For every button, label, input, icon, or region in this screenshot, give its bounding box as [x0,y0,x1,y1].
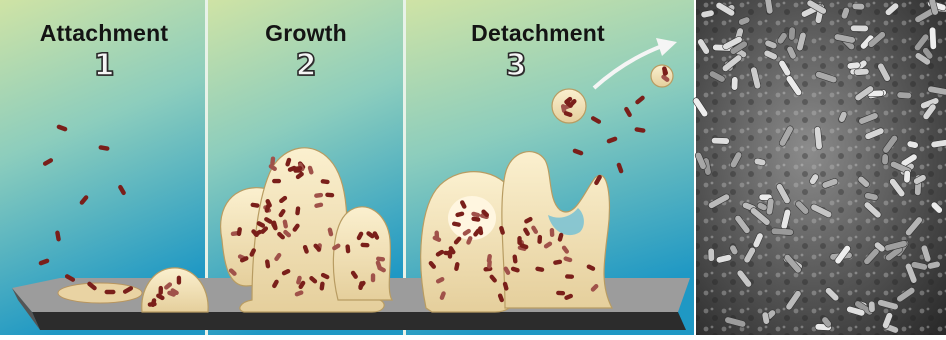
bacterium-icon [556,291,565,296]
bacterium-icon [565,274,574,279]
micrograph-rod [852,3,865,10]
micrograph-rod [847,62,861,70]
bacterium-icon [537,235,542,244]
micrograph-rod [850,25,868,32]
micrograph-rod [868,301,875,313]
micrograph-rod [854,68,870,75]
stage-title-attachment: Attachment [4,20,204,47]
micrograph-rod [771,228,794,236]
bacterium-icon [105,290,116,294]
micrograph-rod [711,137,729,144]
bacterium-icon [371,273,375,282]
bacterium-icon [550,228,555,237]
bacterium-icon [272,179,281,183]
substrate-front [32,312,686,330]
stage-number-2: 2 [206,48,406,83]
electron-micrograph [692,0,946,335]
micrograph-rod [708,248,715,262]
micrograph-rod [882,154,889,165]
micrograph-rod [929,27,936,50]
attached-cluster [58,283,142,303]
micrograph-rod [897,92,912,99]
micrograph-rod [788,27,795,41]
micrograph-rod [904,170,911,183]
stage-number-1: 1 [4,48,204,83]
stage-title-detachment: Detachment [438,20,638,47]
bacterium-icon [177,276,181,285]
micrograph-rod [731,77,738,91]
stage-number-3: 3 [416,48,616,83]
bacterium-icon [360,243,369,248]
stage-title-growth: Growth [206,20,406,47]
bacterium-icon [158,286,163,295]
bacterium-icon [325,192,334,197]
